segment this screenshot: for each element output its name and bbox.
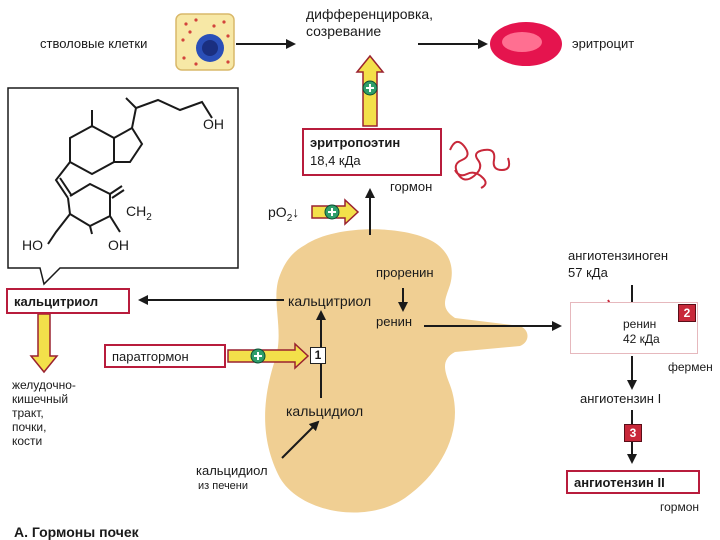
yellow-arrow-to-targets — [29, 313, 59, 374]
target-line: желудочно- — [12, 378, 76, 392]
ch2-sub: 2 — [146, 211, 152, 223]
target-line: почки, — [12, 420, 47, 434]
angiotensinogen-label: ангиотензиноген — [568, 248, 669, 263]
renin-box-mass: 42 кДа — [623, 332, 660, 346]
differentiation-label-1: дифференцировка, — [306, 6, 434, 22]
renin-box-label: ренин — [623, 317, 657, 331]
liver-calcidiol-line1: кальцидиол — [196, 463, 268, 478]
differentiation-label-2: созревание — [306, 23, 382, 39]
calcitriol-box-label: кальцитриол — [14, 294, 99, 309]
step-1-badge: 1 — [310, 347, 326, 364]
targets-list: желудочно- кишечный тракт, почки, кости — [12, 378, 76, 448]
yellow-arrow-parathormone — [227, 342, 310, 370]
epo-mass: 18,4 кДа — [310, 153, 361, 168]
ferment-label: фермен — [668, 360, 713, 374]
structure-oh-top: OH — [203, 116, 224, 132]
kidney-shape — [265, 229, 528, 513]
po2-label: pO2↓ — [268, 204, 299, 224]
ch2-text: CH — [126, 203, 147, 219]
structure-ch2: CH2 — [126, 203, 152, 223]
arrow-liver-calcidiol — [281, 420, 320, 459]
target-line: кишечный — [12, 392, 69, 406]
structure-oh-bottom: OH — [108, 237, 129, 253]
epo-protein-icon — [449, 140, 511, 189]
angiotensin2-label: ангиотензин II — [574, 475, 665, 490]
figure-caption: А. Гормоны почек — [14, 524, 139, 540]
angiotensin1-label: ангиотензин I — [580, 391, 662, 406]
po2-down-arrow: ↓ — [292, 204, 300, 220]
renin-box: ренин 42 кДа — [570, 302, 698, 354]
po2-text: pO — [268, 204, 287, 220]
epo-name: эритропоэтин — [310, 135, 401, 150]
structure-ho-left: HO — [22, 237, 43, 253]
po2-sub: 2 — [286, 212, 293, 224]
hormone-label: гормон — [660, 500, 700, 514]
erythrocyte-icon — [490, 22, 562, 66]
angiotensin2-box: ангиотензин II — [566, 470, 700, 494]
liver-calcidiol-line2: из печени — [198, 480, 249, 492]
enzyme-2-badge: 2 — [678, 304, 696, 322]
enzyme-3-badge: 3 — [624, 424, 642, 442]
epo-box: эритропоэтин 18,4 кДа — [302, 128, 442, 176]
parathormone-box: паратгормон — [104, 344, 226, 368]
kidney-calcidiol-label: кальцидиол — [286, 403, 364, 419]
kidney-prorenin-label: проренин — [376, 265, 434, 280]
structure-callout-frame — [7, 87, 239, 286]
epo-type: гормон — [390, 179, 433, 194]
angiotensinogen-mass: 57 кДа — [568, 265, 608, 280]
target-line: кости — [12, 434, 43, 448]
parathormone-label: паратгормон — [112, 349, 189, 364]
stem-cells-label: стволовые клетки — [40, 36, 148, 51]
kidney-calcitriol-label: кальцитриол — [288, 293, 372, 309]
calcitriol-box: кальцитриол — [6, 288, 130, 314]
erythrocyte-label: эритроцит — [572, 36, 635, 51]
calcitriol-structure — [47, 97, 213, 245]
kidney-renin-label: ренин — [376, 314, 413, 329]
target-line: тракт, — [12, 406, 44, 420]
stem-cell-icon — [175, 13, 235, 71]
